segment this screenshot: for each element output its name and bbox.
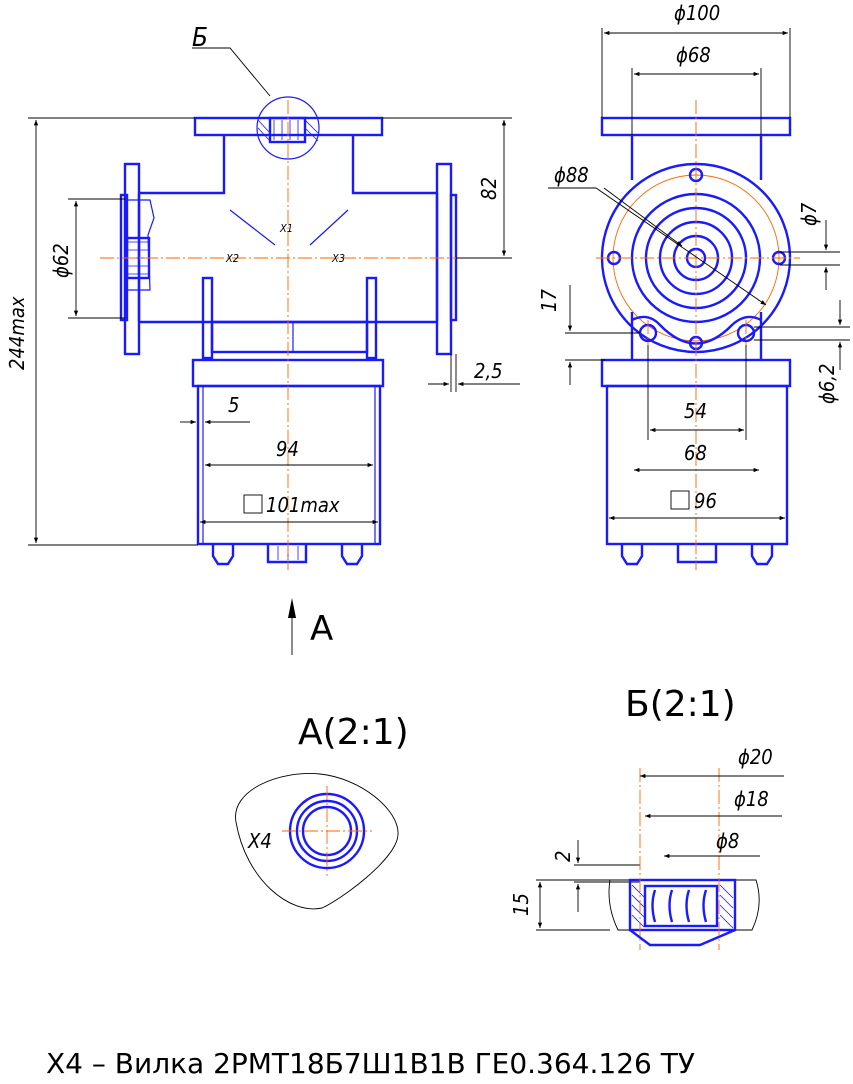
contact-x2-label: X2 bbox=[225, 252, 239, 265]
dim-2: 2 bbox=[551, 851, 575, 862]
dim-phi100: ϕ100 bbox=[674, 1, 720, 25]
dim-phi7: ϕ7 bbox=[797, 202, 821, 226]
detail-b-title: Б(2:1) bbox=[625, 684, 736, 725]
dim-phi8: ϕ8 bbox=[716, 829, 739, 853]
dim-244max: 244max bbox=[5, 296, 29, 370]
contact-x3-label: X3 bbox=[331, 252, 345, 265]
front-feet bbox=[211, 544, 364, 566]
side-view bbox=[596, 100, 800, 570]
dim-68: 68 bbox=[684, 441, 707, 465]
top-connector-section bbox=[257, 116, 319, 144]
dim-54: 54 bbox=[684, 399, 707, 423]
side-dimensions bbox=[548, 28, 850, 521]
dim-phi20: ϕ20 bbox=[738, 745, 773, 769]
detail-b-section bbox=[536, 768, 784, 950]
dim-15: 15 bbox=[509, 893, 533, 916]
view-arrow-a bbox=[288, 598, 296, 655]
detail-a-title: A(2:1) bbox=[298, 712, 409, 753]
dim-101max: 101max bbox=[266, 493, 340, 517]
dim-5: 5 bbox=[228, 393, 239, 417]
dim-17: 17 bbox=[537, 289, 561, 312]
dim-phi18: ϕ18 bbox=[734, 787, 769, 811]
view-arrow-label: A bbox=[310, 609, 333, 649]
dim-82: 82 bbox=[477, 177, 501, 200]
dim-phi6-2: ϕ6,2 bbox=[815, 364, 839, 404]
component-note: X4 – Вилка 2РМТ18Б7Ш1В1В ГЕ0.364.126 ТУ bbox=[46, 1047, 695, 1080]
dim-94: 94 bbox=[276, 437, 299, 461]
detail-a-view bbox=[235, 773, 399, 910]
dim-2-5: 2,5 bbox=[474, 359, 503, 383]
contact-x1-label: X1 bbox=[279, 222, 293, 235]
dim-96: 96 bbox=[694, 489, 717, 513]
dim-phi88: ϕ88 bbox=[554, 163, 589, 187]
callout-b-label: Б bbox=[192, 23, 208, 53]
front-view bbox=[100, 47, 470, 570]
dim-phi62: ϕ62 bbox=[49, 243, 73, 278]
front-dimensions bbox=[28, 117, 520, 546]
dim-phi68: ϕ68 bbox=[676, 43, 711, 67]
detail-a-label: X4 bbox=[247, 829, 272, 853]
